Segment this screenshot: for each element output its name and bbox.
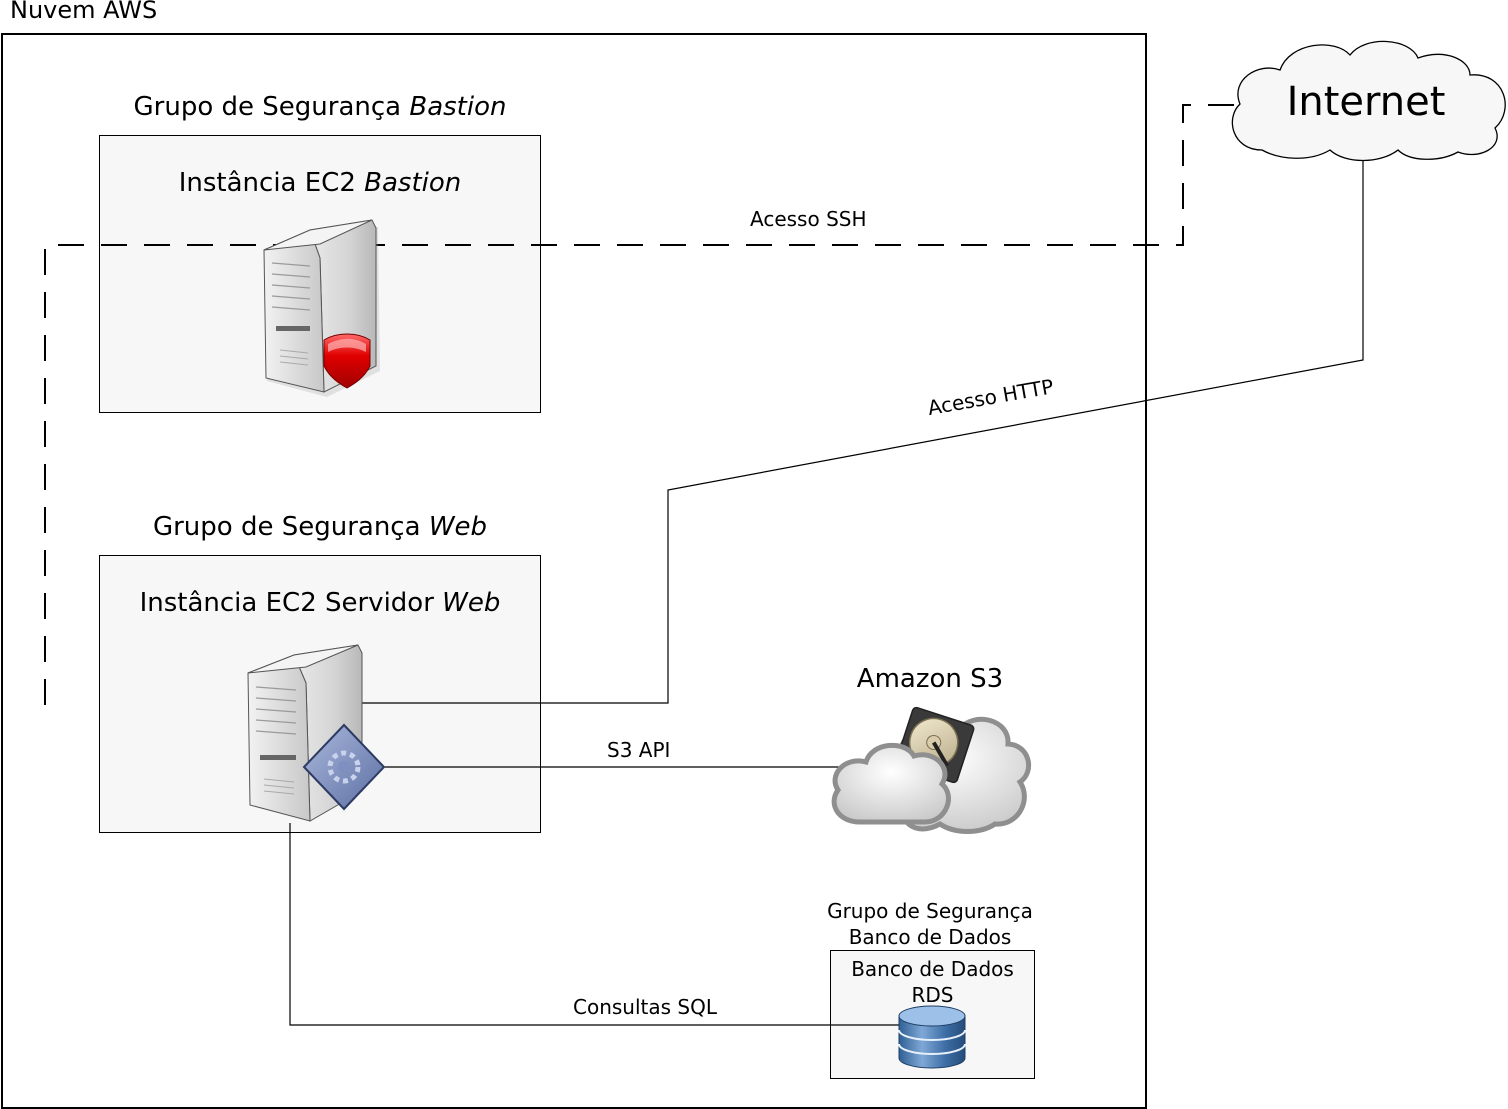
database-icon (898, 1005, 966, 1069)
bastion-instance-emph: Bastion (364, 168, 462, 198)
sql-connection-line (289, 823, 905, 1026)
bastion-instance-label: Instância EC2 Bastion (100, 168, 540, 198)
gear-diamond-icon (302, 723, 386, 811)
db-instance-line2: RDS (911, 983, 954, 1007)
s3-cloud-icon (831, 706, 1031, 834)
db-instance-line1: Banco de Dados (851, 957, 1014, 981)
http-connection-line (362, 145, 1364, 704)
db-security-group-label: Grupo de Segurança Banco de Dados (800, 898, 1060, 950)
bastion-instance-prefix: Instância EC2 (178, 168, 365, 198)
db-group-line2: Banco de Dados (848, 925, 1012, 949)
bastion-server-icon (263, 219, 380, 397)
web-instance-emph: Web (442, 588, 501, 618)
ssh-connection-label: Acesso SSH (750, 207, 867, 231)
web-group-prefix: Grupo de Segurança (152, 512, 429, 542)
db-instance-label: Banco de Dados RDS (830, 956, 1035, 1008)
bastion-security-group-label: Grupo de Segurança Bastion (100, 92, 540, 122)
bastion-group-emph: Bastion (409, 92, 507, 122)
web-instance-prefix: Instância EC2 Servidor (139, 588, 443, 618)
s3api-connection-label: S3 API (607, 738, 671, 762)
s3-label: Amazon S3 (856, 664, 1004, 694)
internet-label: Internet (1287, 79, 1446, 125)
db-group-line1: Grupo de Segurança (827, 899, 1033, 923)
ssh-connection-line (44, 104, 1260, 705)
web-server-icon (247, 644, 386, 822)
internet-cloud-icon (1231, 40, 1506, 162)
web-instance-label: Instância EC2 Servidor Web (100, 588, 540, 618)
web-group-emph: Web (428, 512, 488, 542)
web-security-group-label: Grupo de Segurança Web (100, 512, 540, 542)
sql-connection-label: Consultas SQL (573, 995, 717, 1019)
aws-cloud-label: Nuvem AWS (10, 0, 158, 24)
bastion-group-prefix: Grupo de Segurança (133, 92, 410, 122)
